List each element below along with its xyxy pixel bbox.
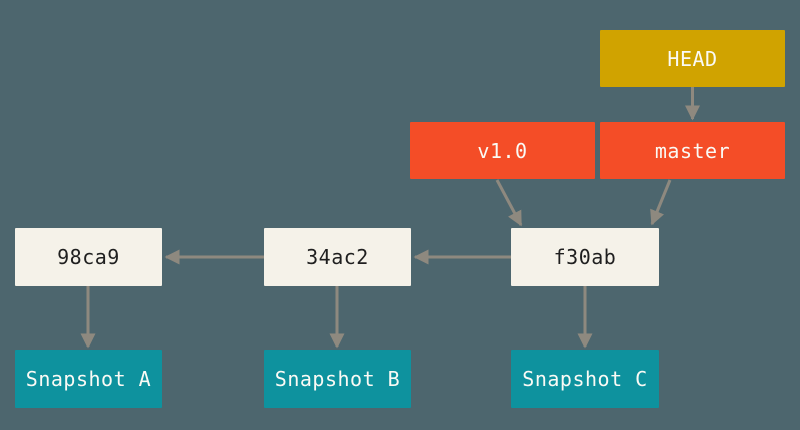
tag-v1.0-box: v1.0 (410, 122, 595, 179)
commit-f30ab-box: f30ab (511, 228, 659, 286)
snapshot-c-box: Snapshot C (511, 350, 659, 408)
snapshot-a-box: Snapshot A (15, 350, 162, 408)
snapshot-a-label: Snapshot A (25, 367, 152, 391)
snapshot-c-label: Snapshot C (522, 367, 648, 391)
commit-34ac2-label: 34ac2 (306, 245, 369, 269)
branch-master-box: master (600, 122, 785, 179)
snapshot-b-box: Snapshot B (264, 350, 411, 408)
arrow-v1.0-to-f30ab (495, 179, 523, 227)
commit-34ac2-box: 34ac2 (264, 228, 411, 286)
head-pointer-box: HEAD (600, 30, 785, 87)
head-pointer-label: HEAD (667, 46, 718, 71)
snapshot-b-label: Snapshot B (274, 367, 401, 391)
commit-98ca9-label: 98ca9 (57, 245, 120, 269)
tag-v1.0-label: v1.0 (477, 138, 528, 163)
arrow-master-to-f30ab (650, 179, 672, 226)
commit-98ca9-box: 98ca9 (15, 228, 162, 286)
branch-master-label: master (654, 138, 731, 163)
commit-f30ab-label: f30ab (553, 245, 617, 269)
